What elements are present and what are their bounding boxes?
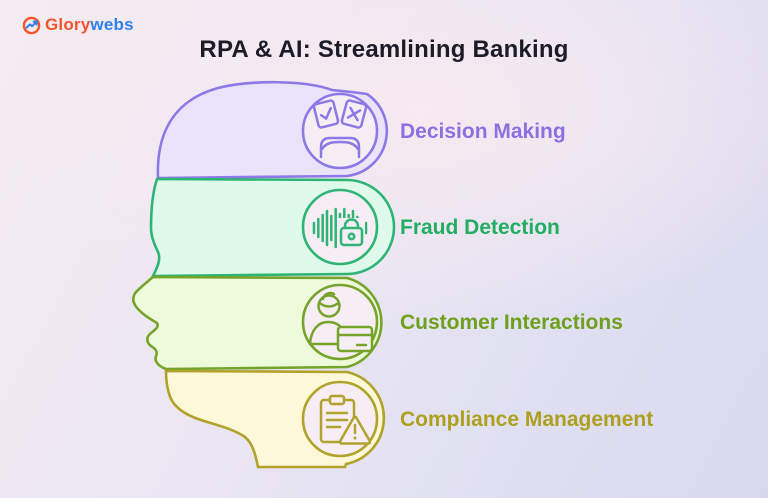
label-decision-making: Decision Making — [400, 120, 566, 143]
support-agent-card-icon — [308, 291, 374, 353]
voiceprint-lock-icon — [312, 207, 368, 249]
page-title: RPA & AI: Streamlining Banking — [199, 36, 569, 63]
decision-cards-icon — [312, 99, 368, 159]
glorywebs-logo-icon — [22, 16, 41, 34]
credit-card — [336, 325, 374, 353]
glorywebs-logo: Glorywebs — [22, 15, 134, 35]
logo-text-secondary: webs — [90, 15, 134, 34]
clipboard-warning-icon — [319, 394, 372, 445]
label-compliance-management: Compliance Management — [400, 408, 653, 431]
label-fraud-detection: Fraud Detection — [400, 216, 560, 239]
label-customer-interactions: Customer Interactions — [400, 311, 623, 334]
logo-text: Glorywebs — [45, 15, 134, 35]
logo-text-primary: Glory — [45, 15, 91, 34]
item-labels: Decision Making Fraud Detection Customer… — [400, 120, 653, 431]
